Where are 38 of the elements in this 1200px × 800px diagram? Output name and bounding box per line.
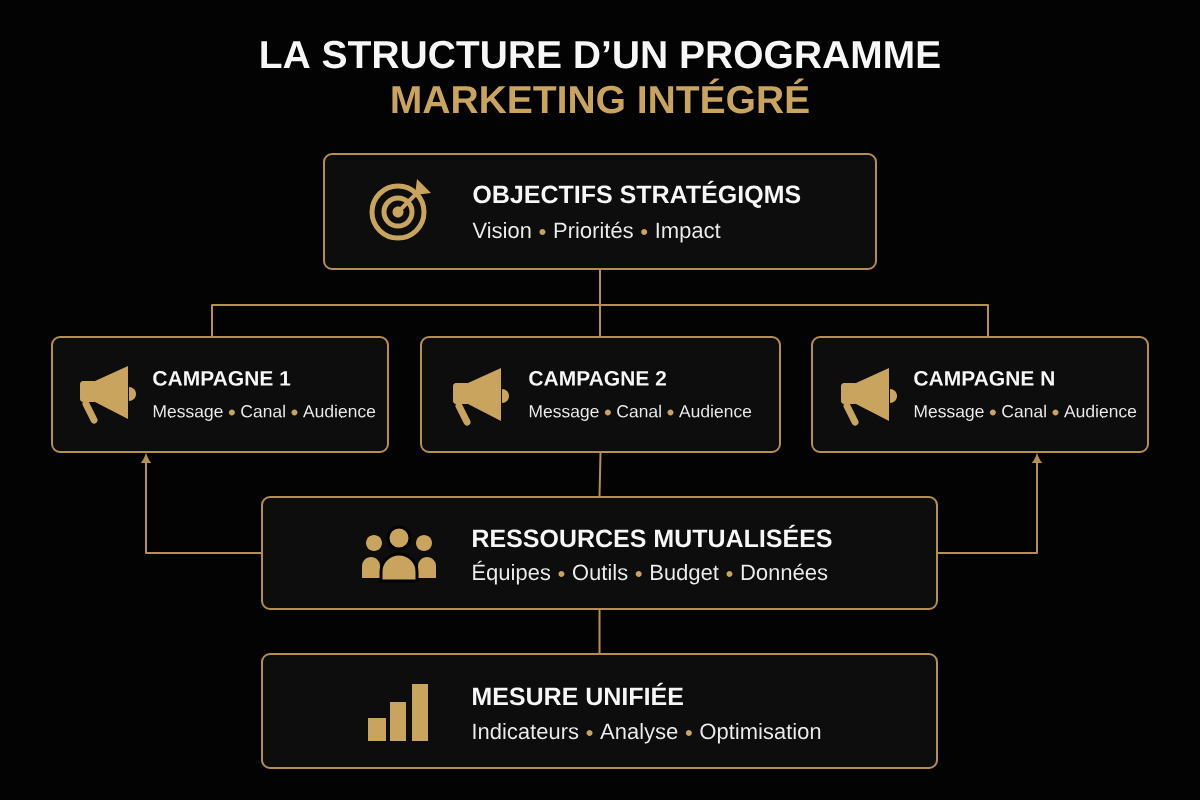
node-label: Canal	[617, 404, 661, 418]
measure-box: MESURE UNIFIÉE Indicateurs Analyse Optimisation	[261, 653, 938, 769]
connector-line	[598, 609, 601, 654]
node-label: CAMPAGNE N	[914, 370, 1054, 386]
node-label: MESURE UNIFIÉE	[473, 682, 683, 706]
subtitle: MARKETING INTÉGRÉ	[392, 78, 809, 114]
arrow	[937, 454, 1042, 554]
campaign-box: CAMPAGNE N Message Canal Audience	[811, 336, 1149, 453]
connector-line	[598, 452, 602, 497]
node-label: OBJECTIFS STRATÉGIQMS	[473, 180, 801, 208]
node-label: Optimisation	[700, 722, 821, 744]
node-label: Message	[529, 405, 599, 421]
node-label: RESSOURCES MUTUALISÉES	[473, 524, 832, 548]
node-label: Vision	[472, 221, 531, 239]
node-label: Données	[741, 563, 828, 581]
node-label: Message	[914, 405, 984, 421]
node-label: Audience	[1063, 404, 1137, 418]
node-label: Message	[153, 405, 223, 421]
campaign-box: CAMPAGNE 1 Message Canal Audience	[51, 336, 389, 453]
node-label: Budget	[651, 563, 719, 585]
node-label: Indicateurs	[473, 722, 579, 740]
node-label: Audience	[678, 404, 752, 418]
node-label: Canal	[1002, 404, 1046, 418]
arrow	[141, 454, 262, 554]
node-label: Audience	[302, 404, 376, 418]
node-label: Équipes	[473, 560, 551, 585]
node-label: CAMPAGNE 2	[529, 370, 666, 386]
resource-box: RESSOURCES MUTUALISÉES Équipes Outils Budget Données	[261, 496, 938, 610]
connector-line	[599, 269, 989, 337]
node-label: Canal	[241, 404, 285, 418]
goal-box: OBJECTIFS STRATÉGIQMS Vision Priorités Impact	[323, 153, 877, 270]
node-label: Impact	[656, 222, 721, 243]
campaign-box: CAMPAGNE 2 Message Canal Audience	[420, 336, 781, 453]
node-label: Analyse	[600, 722, 678, 744]
title: LA STRUCTURE D’UN PROGRAMME	[261, 40, 940, 69]
node-label: Priorités	[554, 221, 633, 239]
node-label: Outils	[572, 563, 628, 581]
node-label: CAMPAGNE 1	[153, 370, 291, 386]
